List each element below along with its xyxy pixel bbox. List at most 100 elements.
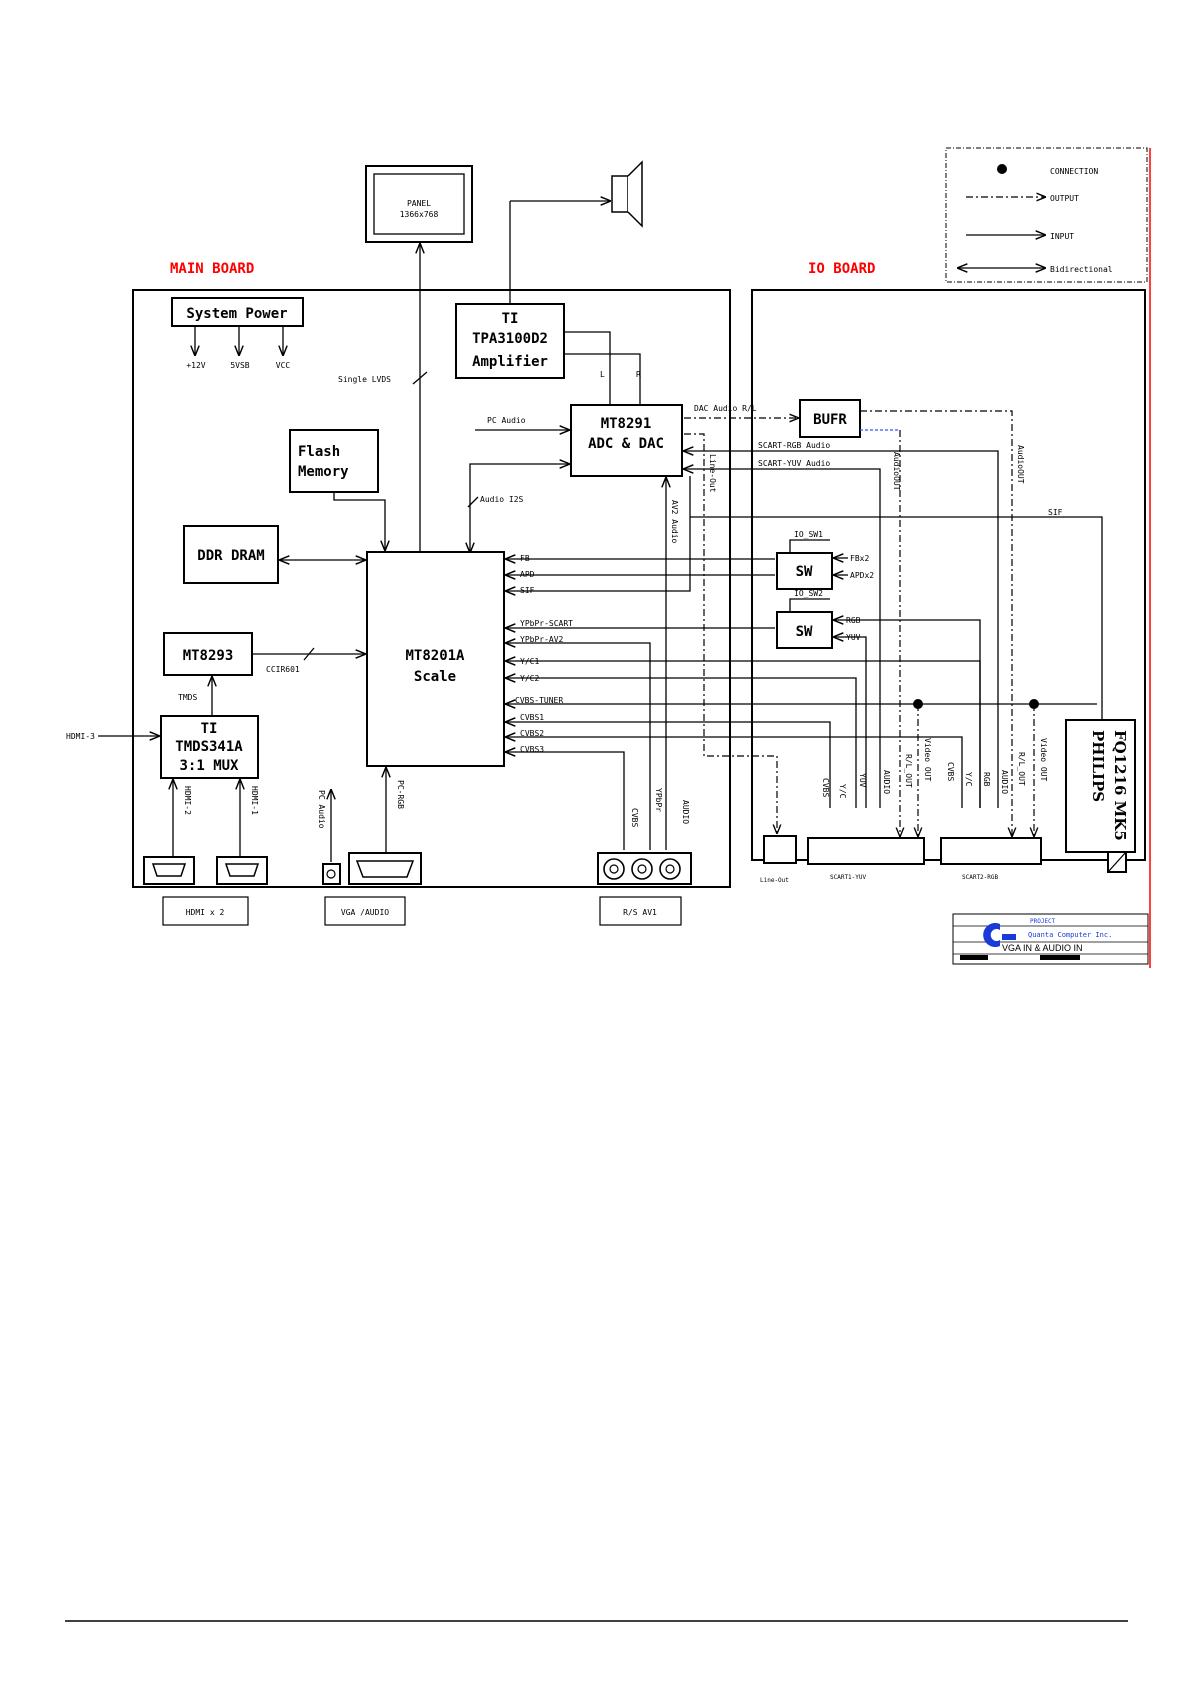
scaler-part: MT8201A	[405, 648, 465, 664]
amp-l-line	[564, 331, 611, 405]
s1-cvbs: CVBS	[821, 778, 830, 797]
mux-label: 3:1 MUX	[179, 758, 239, 774]
audio-out2-label: AudioOUT	[1016, 445, 1025, 484]
scart2-caption: SCART2-RGB	[962, 874, 999, 881]
legend-input: INPUT	[1050, 232, 1074, 241]
dac-audio-label: DAC Audio R/L	[694, 404, 757, 413]
io-sw1-line	[789, 539, 830, 553]
pc-rgb-label: PC-RGB	[396, 780, 405, 809]
hdmi1-port-icon	[224, 863, 260, 877]
audio-out1-label: AudioOUT	[892, 452, 901, 491]
amplifier-vendor: TI	[502, 311, 519, 327]
scaler-box	[366, 551, 505, 767]
tuner-vendor: PHILIPS	[1089, 730, 1107, 802]
io-sw2-line	[789, 598, 830, 612]
switch-2-label: SW	[796, 624, 813, 640]
rca-2-inner	[637, 864, 647, 874]
main-board	[132, 289, 731, 888]
in-cvbs2: CVBS2	[520, 729, 544, 738]
s2-rgb: RGB	[982, 772, 991, 787]
mt8293-box	[163, 632, 253, 676]
in-cvbs1: CVBS1	[520, 713, 544, 722]
company-name: Quanta Computer Inc.	[1028, 931, 1112, 939]
main-board-label: MAIN BOARD	[170, 261, 254, 277]
scart1-connector	[807, 837, 925, 865]
line-out-connector	[763, 835, 797, 864]
sif-adc-line	[506, 476, 691, 591]
lineout-caption: Line-Out	[760, 877, 789, 884]
pc-audio-v-label: PC Audio	[317, 790, 326, 829]
line-out-label: Line-Out	[708, 454, 717, 493]
panel-inner	[373, 173, 465, 235]
amplifier-label: Amplifier	[472, 354, 548, 370]
yuv-line	[834, 637, 867, 808]
tmds-label: TMDS	[178, 693, 197, 702]
hdmi2-port-icon	[151, 863, 187, 877]
panel-resolution: 1366x768	[400, 210, 439, 219]
hdmi2-label: HDMI-2	[183, 786, 192, 815]
io-sw2-label: IO_SW2	[794, 589, 823, 598]
av-caption: R/S AV1	[623, 908, 657, 917]
s2-video: Video OUT	[1039, 738, 1048, 782]
sif-tuner-line	[690, 516, 1103, 720]
panel-label: PANEL	[407, 199, 431, 208]
scaler-label: Scale	[414, 669, 456, 685]
in-yc1: Y/C1	[520, 657, 539, 666]
adc-dac-part: MT8291	[601, 416, 652, 432]
scart-rgb-audio-label: SCART-RGB Audio	[758, 441, 830, 450]
audio-i2s-label: Audio I2S	[480, 495, 524, 504]
rgb-label: RGB	[846, 616, 861, 625]
hdmi3-label: HDMI-3	[66, 732, 95, 741]
switch-2-box	[776, 611, 833, 649]
tuner-box	[1065, 719, 1136, 853]
av-caption-box	[599, 896, 682, 926]
cvbs2-line	[506, 737, 963, 808]
av-cvbs-label: CVBS	[630, 808, 639, 827]
ddr-dram-box	[183, 525, 279, 584]
company-logo-bar	[1002, 934, 1016, 940]
in-fb: FB	[520, 554, 530, 563]
s1-audio: AUDIO	[882, 770, 891, 794]
company-logo-icon	[983, 923, 1000, 947]
ddr-dram-label: DDR DRAM	[197, 548, 264, 564]
in-sif: SIF	[520, 586, 535, 595]
hdmi1-connector	[216, 856, 268, 885]
sheet-title: VGA IN & AUDIO IN	[1002, 943, 1083, 953]
rca-3-icon	[659, 858, 681, 880]
cvbs1-line	[506, 722, 831, 808]
fbx2-label: FBx2	[850, 554, 869, 563]
av-audio-label: AUDIO	[681, 800, 690, 824]
rca-3-inner	[665, 864, 675, 874]
rgb-line	[834, 620, 981, 808]
connection-dot-icon	[997, 164, 1007, 174]
pc-audio-label: PC Audio	[487, 416, 526, 425]
s1-yc: Y/C	[838, 784, 847, 799]
ccir-slash	[303, 647, 315, 661]
tuner-model: FQ1216 MK5	[1111, 730, 1129, 841]
scart-yuv-audio-label: SCART-YUV Audio	[758, 459, 830, 468]
vga-connector	[348, 852, 422, 885]
cvbs3-line	[506, 752, 625, 850]
vga-caption: VGA /AUDIO	[341, 908, 389, 917]
s2-rl: R/L_OUT	[1017, 752, 1026, 786]
s2-cvbs: CVBS	[946, 762, 955, 781]
in-yc2: Y/C2	[520, 674, 539, 683]
legend-box	[945, 147, 1148, 283]
mt8293-label: MT8293	[183, 648, 234, 664]
switch-1-label: SW	[796, 564, 813, 580]
rail-12v: +12V	[186, 361, 205, 370]
line-out-line	[684, 433, 777, 833]
flash-label-1: Flash	[298, 444, 340, 460]
amp-r-line	[564, 353, 641, 405]
io-board-label: IO BOARD	[808, 261, 875, 277]
amplifier-part: TPA3100D2	[472, 331, 548, 347]
adc-dac-box	[570, 404, 683, 477]
s2-yc: Y/C	[964, 772, 973, 787]
hdmi-mux-box	[160, 715, 259, 779]
av-ypbpr-label: YPbPr	[654, 788, 663, 812]
switch-1-box	[776, 552, 833, 590]
mux-part: TMDS341A	[175, 739, 243, 755]
in-cvbs3: CVBS3	[520, 745, 544, 754]
hdmi-caption: HDMI x 2	[186, 908, 225, 917]
rca-1-icon	[603, 858, 625, 880]
